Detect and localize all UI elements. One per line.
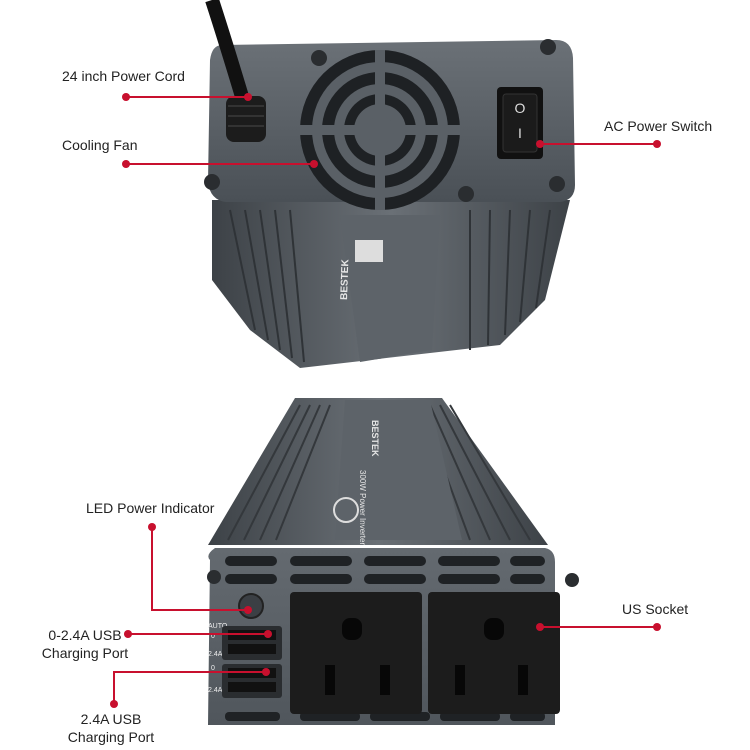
callout-line-ac-switch	[540, 143, 656, 145]
usb-fixed-min-marking: 0	[211, 665, 215, 672]
callout-ac-switch: AC Power Switch	[604, 118, 713, 134]
callout-line-power-cord	[126, 96, 250, 98]
callout-cooling-fan: Cooling Fan	[62, 137, 138, 153]
inverter-front-view: BESTEK 300W Power Inverter	[207, 398, 579, 725]
callout-line-us-socket	[540, 626, 656, 628]
callout-led-indicator: LED Power Indicator	[86, 500, 215, 516]
cooling-fan-icon	[300, 50, 460, 210]
callout-line-usb-fixed-vertical	[113, 671, 115, 705]
callout-dot-ac-switch	[653, 140, 661, 148]
cooling-fins	[229, 209, 551, 363]
usb-fixed-marking: 2.4A	[208, 687, 223, 694]
callout-dot-usb-auto-end	[264, 630, 272, 638]
top-spec-plate	[335, 400, 462, 540]
qr-code-icon	[355, 240, 383, 262]
callout-power-cord: 24 inch Power Cord	[62, 68, 185, 84]
usb-port-auto[interactable]	[222, 626, 282, 660]
callout-dot-us-socket-end	[536, 623, 544, 631]
power-cord	[205, 0, 266, 142]
callout-usb-fixed-line1: 2.4A USB	[80, 711, 142, 727]
brand-mark-upper: BESTEK	[339, 258, 351, 300]
callout-line-usb-fixed-horizontal	[115, 671, 265, 673]
callout-usb-fixed-line2: Charging Port	[67, 729, 155, 745]
switch-on-mark: O	[515, 100, 526, 116]
callout-us-socket: US Socket	[622, 601, 689, 617]
top-panel-marking: 300W Power Inverter	[358, 470, 367, 545]
front-screw-icons	[207, 570, 579, 587]
vent-slots	[225, 556, 545, 721]
callout-usb-auto-line2: Charging Port	[41, 645, 129, 661]
callout-dot-led-end	[244, 606, 252, 614]
screw-icons	[204, 39, 565, 202]
certification-icon	[333, 497, 359, 523]
callout-dot-us-socket	[653, 623, 661, 631]
led-power-indicator	[238, 593, 264, 619]
inverter-rear-view: BESTEK O I	[204, 0, 575, 368]
ac-power-switch[interactable]: O I	[497, 87, 543, 159]
callout-dot-usb-fixed	[110, 700, 118, 708]
usb-auto-max-marking: 2.4A	[208, 651, 223, 658]
callout-line-led-horizontal	[151, 609, 247, 611]
switch-off-mark: I	[518, 125, 522, 141]
callout-dot-power-cord-end	[244, 93, 252, 101]
callout-line-cooling-fan	[126, 163, 314, 165]
callout-line-led-vertical	[151, 527, 153, 611]
callout-usb-fixed: 2.4A USB Charging Port	[62, 710, 160, 746]
usb-auto-marking: AUTO	[208, 623, 228, 630]
usb-auto-range-marking: 0	[211, 633, 215, 640]
brand-mark-lower: BESTEK	[370, 420, 380, 457]
callout-dot-usb-fixed-end	[262, 668, 270, 676]
callout-usb-auto: 0-2.4A USB Charging Port	[36, 626, 134, 662]
callout-dot-ac-switch-end	[536, 140, 544, 148]
callout-usb-auto-line1: 0-2.4A USB	[48, 627, 122, 643]
callout-dot-cooling-fan-end	[310, 160, 318, 168]
callout-line-usb-auto	[128, 633, 268, 635]
usb-port-fixed[interactable]	[222, 664, 282, 698]
us-socket-right[interactable]	[428, 592, 560, 714]
us-socket-left[interactable]	[290, 592, 422, 714]
